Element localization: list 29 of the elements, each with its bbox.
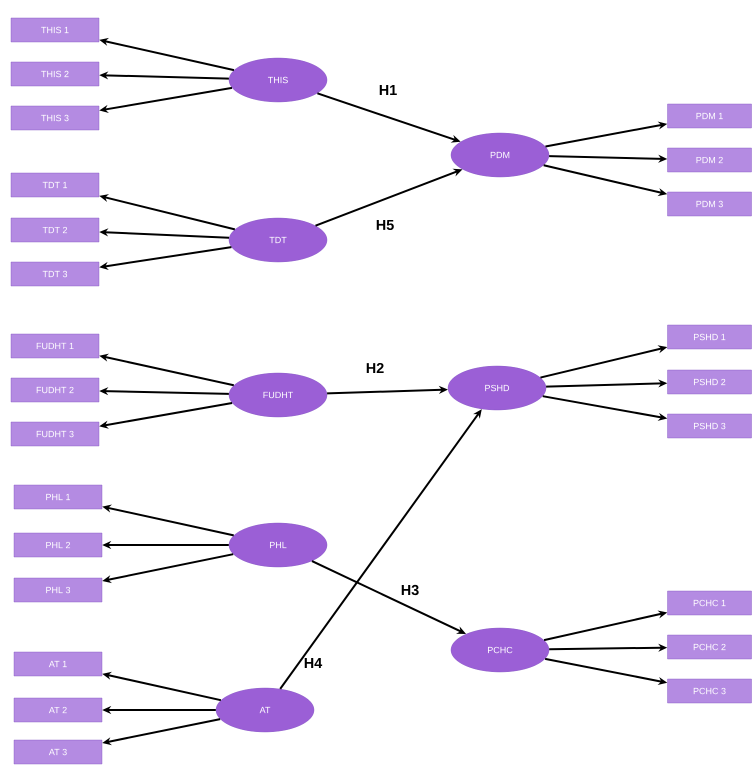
indicator-box: TDT 3 [10, 262, 100, 286]
indicator-box: PCHC 1 [667, 590, 752, 616]
indicator-box: THIS 1 [10, 18, 100, 42]
indicator-box: PDM 1 [667, 104, 752, 128]
indicator-box: PDM 3 [667, 192, 752, 216]
indicator-box: FUDHT 3 [10, 422, 100, 446]
indicator-box: FUDHT 2 [10, 378, 100, 402]
indicator-box: TDT 1 [10, 172, 100, 198]
indicator-box: THIS 2 [10, 62, 100, 86]
edge-label: H2 [366, 362, 384, 374]
indicator-box: PCHC 2 [667, 634, 752, 660]
indicator-box: FUDHT 1 [10, 334, 100, 358]
edge-label: H5 [376, 220, 394, 230]
indicator-box: PSHD 3 [667, 414, 752, 438]
indicator-box: AT 1 [14, 652, 102, 676]
indicator-box: AT 2 [14, 698, 102, 722]
indicator-box: AT 3 [14, 740, 102, 764]
edge-label: H3 [402, 584, 419, 596]
indicator-box: TDT 2 [10, 218, 100, 242]
indicator-box: PCHC 3 [667, 678, 752, 704]
indicator-box: PHL 3 [14, 578, 102, 602]
indicator-box: PSHD 2 [667, 370, 752, 394]
edge-label: H1 [380, 85, 397, 95]
indicator-box: THIS 3 [10, 106, 100, 130]
indicator-box: PSHD 1 [667, 324, 752, 350]
indicator-box: PHL 2 [14, 532, 102, 558]
indicator-box: PDM 2 [667, 148, 752, 172]
edge-label: H4 [304, 658, 322, 668]
indicator-box: PHL 1 [14, 484, 102, 510]
